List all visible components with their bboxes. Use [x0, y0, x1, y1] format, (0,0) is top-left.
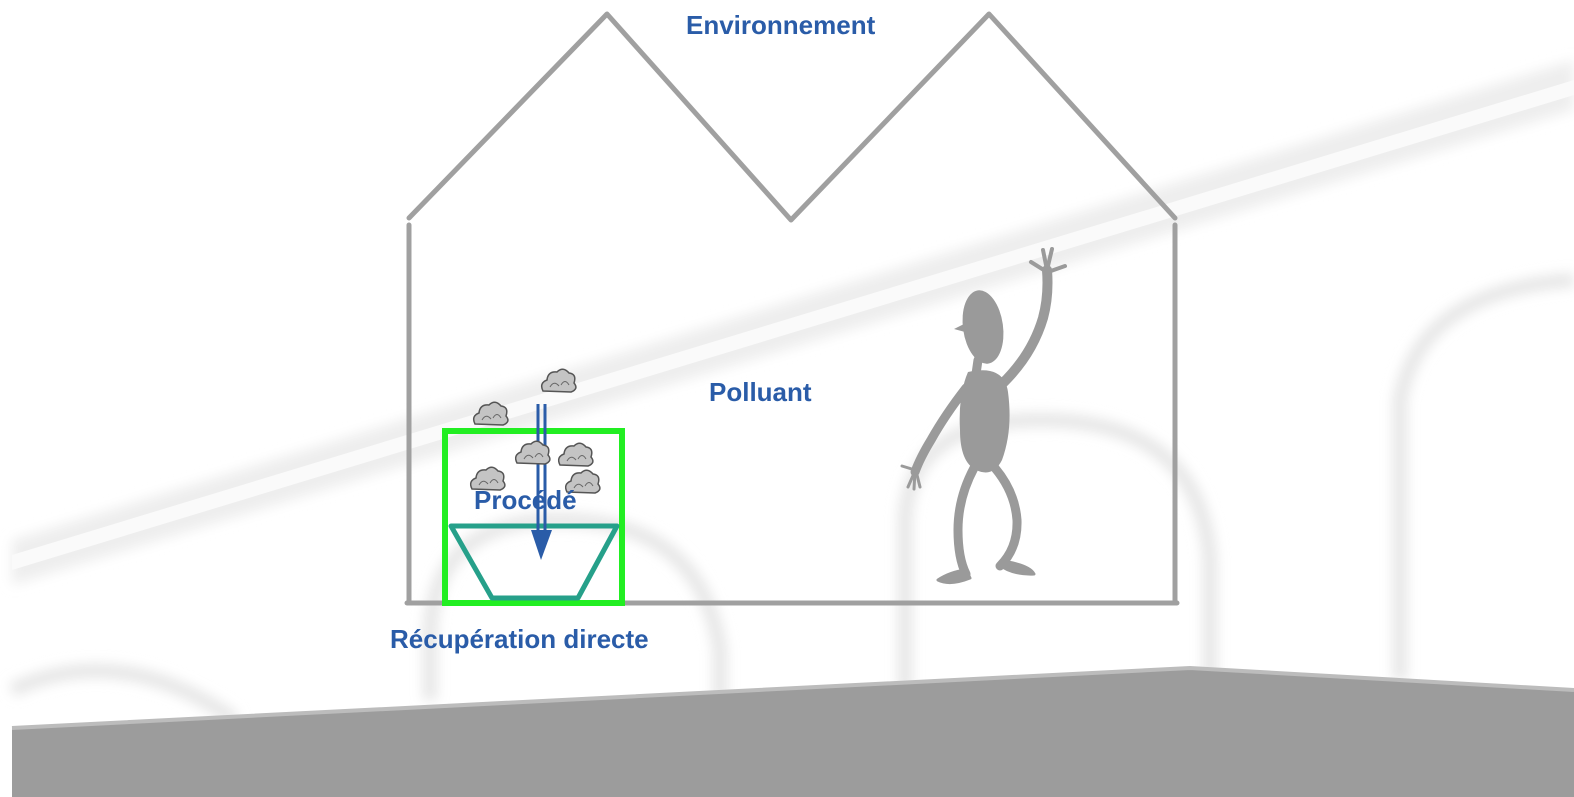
cloud-icon	[564, 469, 601, 494]
cloud-icon	[472, 401, 509, 426]
hopper	[448, 523, 620, 601]
process-label: Procédé	[474, 485, 577, 515]
environment-label: Environnement	[686, 10, 876, 40]
pollutant-particles	[469, 368, 601, 494]
cloud-icon	[540, 368, 577, 393]
down-arrow-icon	[531, 404, 552, 560]
cloud-icon	[514, 440, 551, 465]
floor	[12, 668, 1574, 797]
cloud-icon	[469, 466, 506, 491]
process-enclosure	[442, 428, 625, 606]
recovery-label: Récupération directe	[390, 624, 649, 654]
cloud-icon	[557, 442, 594, 467]
worker-figure	[900, 247, 1067, 585]
pollutant-label: Polluant	[709, 377, 812, 407]
